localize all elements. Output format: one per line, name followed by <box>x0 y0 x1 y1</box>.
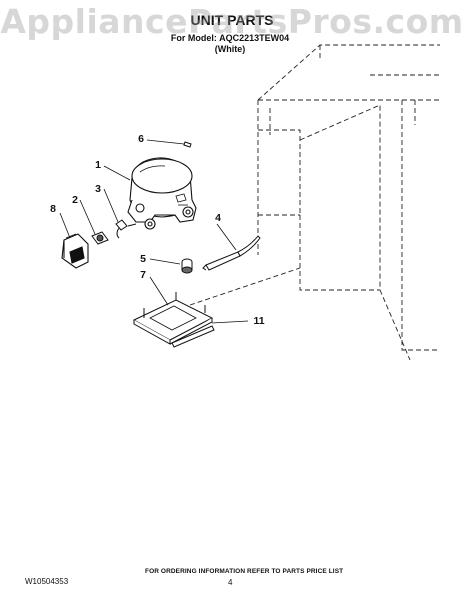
model-number: For Model: AQC2213TEW04 <box>170 33 290 43</box>
part-4-tube <box>202 235 261 271</box>
callout-11: 11 <box>253 315 265 327</box>
callout-4: 4 <box>215 212 221 224</box>
page-number: 4 <box>228 578 233 587</box>
page-title: UNIT PARTS <box>190 12 274 28</box>
part-11-bracket <box>171 325 215 348</box>
model-colour: (White) <box>214 44 246 54</box>
callout-5: 5 <box>140 253 146 265</box>
callout-8: 8 <box>50 203 56 215</box>
callout-2: 2 <box>72 194 78 206</box>
ordering-note: FOR ORDERING INFORMATION REFER TO PARTS … <box>145 568 344 575</box>
part-8-cover <box>61 233 89 269</box>
part-2-relay <box>91 231 109 245</box>
part-1-compressor <box>127 157 197 230</box>
part-3-connector <box>115 219 137 239</box>
callout-7: 7 <box>140 269 146 281</box>
callout-1: 1 <box>95 159 101 171</box>
part-7-base-plate <box>132 292 214 345</box>
callout-6: 6 <box>138 133 144 145</box>
model-caption: For Model: AQC2213TEW04 (White) <box>150 33 310 55</box>
part-5-grommet <box>181 258 193 274</box>
callout-3: 3 <box>95 183 101 195</box>
leader-lines <box>59 139 249 324</box>
document-number: W10504353 <box>25 577 69 586</box>
part-6-clip <box>183 141 192 148</box>
cabinet-outline <box>189 44 440 361</box>
